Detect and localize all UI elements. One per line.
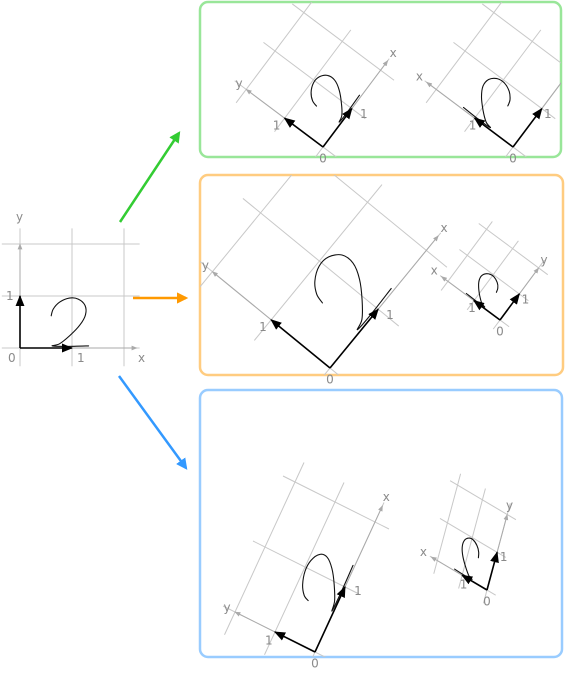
digit-glyph bbox=[302, 553, 354, 612]
unit-y-label: 1 bbox=[544, 107, 552, 121]
grid-line-h-1 bbox=[459, 249, 529, 302]
grid-line-v-2 bbox=[291, 3, 395, 81]
unit-x-label: 1 bbox=[460, 577, 468, 591]
origin-label: 0 bbox=[483, 595, 491, 609]
panel-graphics bbox=[424, 2, 561, 157]
digit-glyph bbox=[462, 77, 511, 129]
basis-vector-x bbox=[329, 308, 379, 369]
rotation-group-box bbox=[198, 0, 563, 159]
unit-y-label: 1 bbox=[273, 119, 281, 133]
unit-y-label: 1 bbox=[522, 292, 530, 306]
source-y-label: y bbox=[16, 210, 23, 224]
grid-line-v-2 bbox=[433, 473, 462, 574]
blue-arrow bbox=[117, 375, 188, 470]
source-labels: y x 0 1 1 bbox=[6, 210, 145, 365]
basis-vector-x bbox=[473, 117, 514, 148]
y-axis-label: y bbox=[223, 601, 230, 615]
unit-x-label: 1 bbox=[469, 119, 477, 133]
source-origin-label: 0 bbox=[8, 351, 16, 365]
similarity-group-box bbox=[198, 173, 565, 377]
panel-graphics bbox=[222, 462, 390, 657]
basis-vector-x bbox=[461, 574, 488, 591]
basis-vector-y bbox=[499, 293, 520, 321]
grid-line-v-1 bbox=[242, 198, 400, 327]
basis-vector-y bbox=[270, 319, 331, 369]
grid-line-h-1 bbox=[453, 41, 556, 120]
grid-line-h-2 bbox=[449, 480, 517, 521]
unit-y-label: 1 bbox=[500, 550, 508, 564]
unit-y-label: 1 bbox=[265, 634, 273, 648]
grid-line-v-2 bbox=[440, 221, 493, 291]
grid-line-h-2 bbox=[224, 462, 305, 635]
grid-line-h-1 bbox=[264, 482, 345, 655]
unit-x-label: 1 bbox=[386, 308, 394, 322]
x-axis-label: x bbox=[420, 545, 427, 559]
basis-vector-y bbox=[273, 631, 316, 653]
digit-glyph bbox=[310, 74, 361, 123]
x-axis-label: x bbox=[431, 264, 438, 278]
unit-y-label: 1 bbox=[259, 320, 267, 334]
similarity-panel-rotate-scale-reflect: x y 0 1 1 bbox=[431, 221, 549, 339]
y-axis-label: y bbox=[506, 498, 513, 512]
y-axis-label: y bbox=[235, 77, 242, 91]
affine-panel-shear-reflect: x y 0 1 1 bbox=[420, 473, 517, 609]
digit-glyph bbox=[50, 297, 90, 347]
x-axis-label: x bbox=[383, 490, 390, 504]
origin-label: 0 bbox=[509, 152, 517, 166]
grid-line-h-2 bbox=[478, 223, 549, 276]
similarity-panel-rotate-scale: x y 0 1 1 bbox=[200, 175, 448, 387]
basis-vector-y bbox=[486, 551, 499, 591]
grid-line-h-1 bbox=[274, 29, 352, 132]
basis-vector-x bbox=[322, 107, 353, 148]
y-axis-label: y bbox=[540, 253, 547, 267]
unit-x-label: 1 bbox=[360, 107, 368, 121]
grid-line-h-2 bbox=[481, 3, 561, 81]
origin-label: 0 bbox=[311, 657, 319, 671]
panel-graphics bbox=[429, 473, 517, 604]
origin-label: 0 bbox=[319, 152, 327, 166]
basis-vector-y bbox=[283, 117, 324, 148]
grid-line-h-1 bbox=[253, 184, 383, 341]
basis-vector-x bbox=[473, 300, 501, 321]
grid-line-h-2 bbox=[200, 175, 324, 293]
green-arrow bbox=[118, 131, 181, 223]
unit-x-label: 1 bbox=[468, 301, 476, 315]
grid-line-h-1 bbox=[439, 517, 507, 558]
affine-panel-shear: x y 0 1 1 bbox=[222, 462, 390, 671]
grid-line-h-2 bbox=[235, 2, 313, 104]
panel-graphics bbox=[234, 2, 395, 157]
y-axis-label: y bbox=[202, 259, 209, 273]
x-axis-label: x bbox=[441, 221, 448, 235]
source-panel bbox=[1, 228, 140, 367]
basis-vector-y bbox=[512, 107, 543, 148]
basis-vector-x bbox=[314, 585, 346, 653]
affine-group-box bbox=[198, 388, 564, 659]
unit-x-label: 1 bbox=[354, 584, 362, 598]
grid-line-v-2 bbox=[290, 175, 448, 268]
source-x-label: x bbox=[138, 351, 145, 365]
x-axis-label: x bbox=[390, 46, 397, 60]
source-unit-x-label: 1 bbox=[77, 351, 85, 365]
digit-glyph bbox=[314, 254, 392, 331]
panel-graphics bbox=[439, 221, 549, 330]
panel-graphics bbox=[200, 175, 448, 375]
rotation-panel-rotate: x y 0 1 1 bbox=[234, 2, 397, 166]
x-axis-label: x bbox=[416, 69, 423, 83]
grid-line-v-2 bbox=[425, 2, 503, 104]
grid-line-v-2 bbox=[282, 475, 390, 530]
source-unit-y-label: 1 bbox=[6, 289, 14, 303]
origin-label: 0 bbox=[326, 373, 334, 387]
origin-label: 0 bbox=[496, 325, 504, 339]
